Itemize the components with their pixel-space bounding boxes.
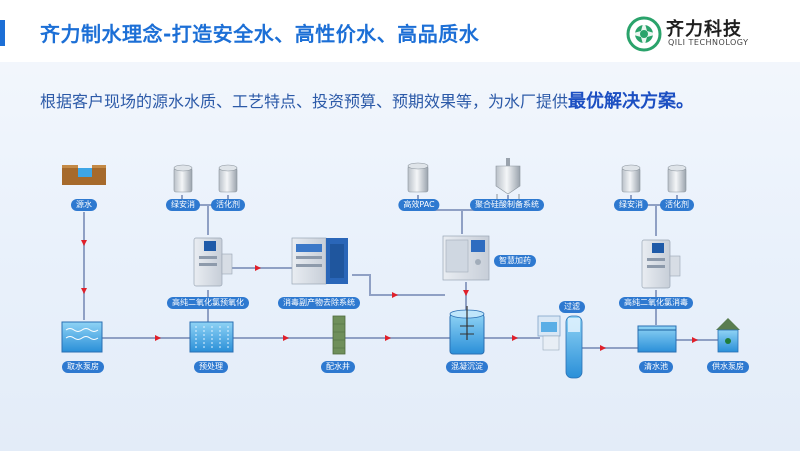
label-pac: 高效PAC xyxy=(398,199,440,211)
chlorine-generator-2-icon xyxy=(641,239,681,289)
arrow-byproduct-in xyxy=(255,265,261,271)
arrow-coag-out xyxy=(512,335,518,341)
label-intake-pump: 取水泵房 xyxy=(62,361,104,373)
logo-mark-icon xyxy=(626,16,662,52)
smart-dosing-cabinet-icon xyxy=(442,235,490,281)
chemical-tanks-3-icon xyxy=(621,164,687,193)
page-title: 齐力制水理念-打造安全水、高性价水、高品质水 xyxy=(40,22,480,46)
distribution-well-icon xyxy=(332,315,346,355)
label-pretreat: 预处理 xyxy=(194,361,228,373)
label-byproduct: 消毒副产物去除系统 xyxy=(278,297,360,309)
chemical-tanks-1-icon xyxy=(173,164,238,193)
supply-pump-house-icon xyxy=(716,318,740,353)
subtitle: 根据客户现场的源水水质、工艺特点、投资预算、预期效果等，为水厂提供最优解决方案。 xyxy=(40,87,694,113)
arrow-clear-out xyxy=(692,337,698,343)
flow-arrows xyxy=(81,240,698,351)
label-distribution-well: 配水井 xyxy=(321,361,355,373)
arrow-source-2 xyxy=(81,288,87,294)
pac-tank-icon xyxy=(407,162,429,193)
intake-pump-house-icon xyxy=(61,321,103,353)
arrow-byproduct-out xyxy=(392,292,398,298)
header-accent xyxy=(0,20,5,46)
label-chlorine-dis: 高纯二氧化氯消毒 xyxy=(619,297,693,309)
pipe-byproduct-coag xyxy=(352,274,445,296)
arrow-source-1 xyxy=(81,240,87,246)
label-filter: 过滤 xyxy=(559,301,585,313)
chlorine-generator-1-icon xyxy=(193,237,233,287)
source-water-icon xyxy=(62,165,106,185)
arrow-well-out xyxy=(385,335,391,341)
arrow-intake xyxy=(155,335,161,341)
label-source: 源水 xyxy=(71,199,97,211)
logo-english: QILI TECHNOLOGY xyxy=(668,38,749,47)
label-silicate: 聚合硅酸制备系统 xyxy=(470,199,544,211)
label-smart-dosing: 智慧加药 xyxy=(494,255,536,267)
clear-water-pool-icon xyxy=(637,325,677,353)
label-activator-2: 活化剂 xyxy=(660,199,694,211)
label-disinfect-1: 绿安消 xyxy=(166,199,200,211)
label-clear-pool: 清水池 xyxy=(639,361,673,373)
label-chlorine-pre: 高纯二氧化氯预氧化 xyxy=(167,297,249,309)
pipes xyxy=(83,195,718,349)
arrow-smart-down xyxy=(463,290,469,296)
label-coagulation: 混凝沉淀 xyxy=(446,361,488,373)
company-logo: 齐力科技 QILI TECHNOLOGY xyxy=(626,16,791,52)
header-bar xyxy=(0,0,800,62)
label-activator-1: 活化剂 xyxy=(211,199,245,211)
logo-name: 齐力科技 xyxy=(666,19,742,40)
silicate-reactor-icon xyxy=(495,158,521,200)
subtitle-text: 根据客户现场的源水水质、工艺特点、投资预算、预期效果等，为水厂提供 xyxy=(40,92,569,111)
pretreat-tank-icon xyxy=(189,321,234,353)
byproduct-system-icon xyxy=(291,237,348,285)
subtitle-emphasis: 最优解决方案。 xyxy=(568,91,695,112)
label-supply-pump: 供水泵房 xyxy=(707,361,749,373)
filter-icon xyxy=(537,315,583,379)
arrow-filter-out xyxy=(600,345,606,351)
arrow-pretreat-out xyxy=(283,335,289,341)
coagulation-tank-icon xyxy=(449,306,485,355)
label-disinfect-2: 绿安消 xyxy=(614,199,648,211)
